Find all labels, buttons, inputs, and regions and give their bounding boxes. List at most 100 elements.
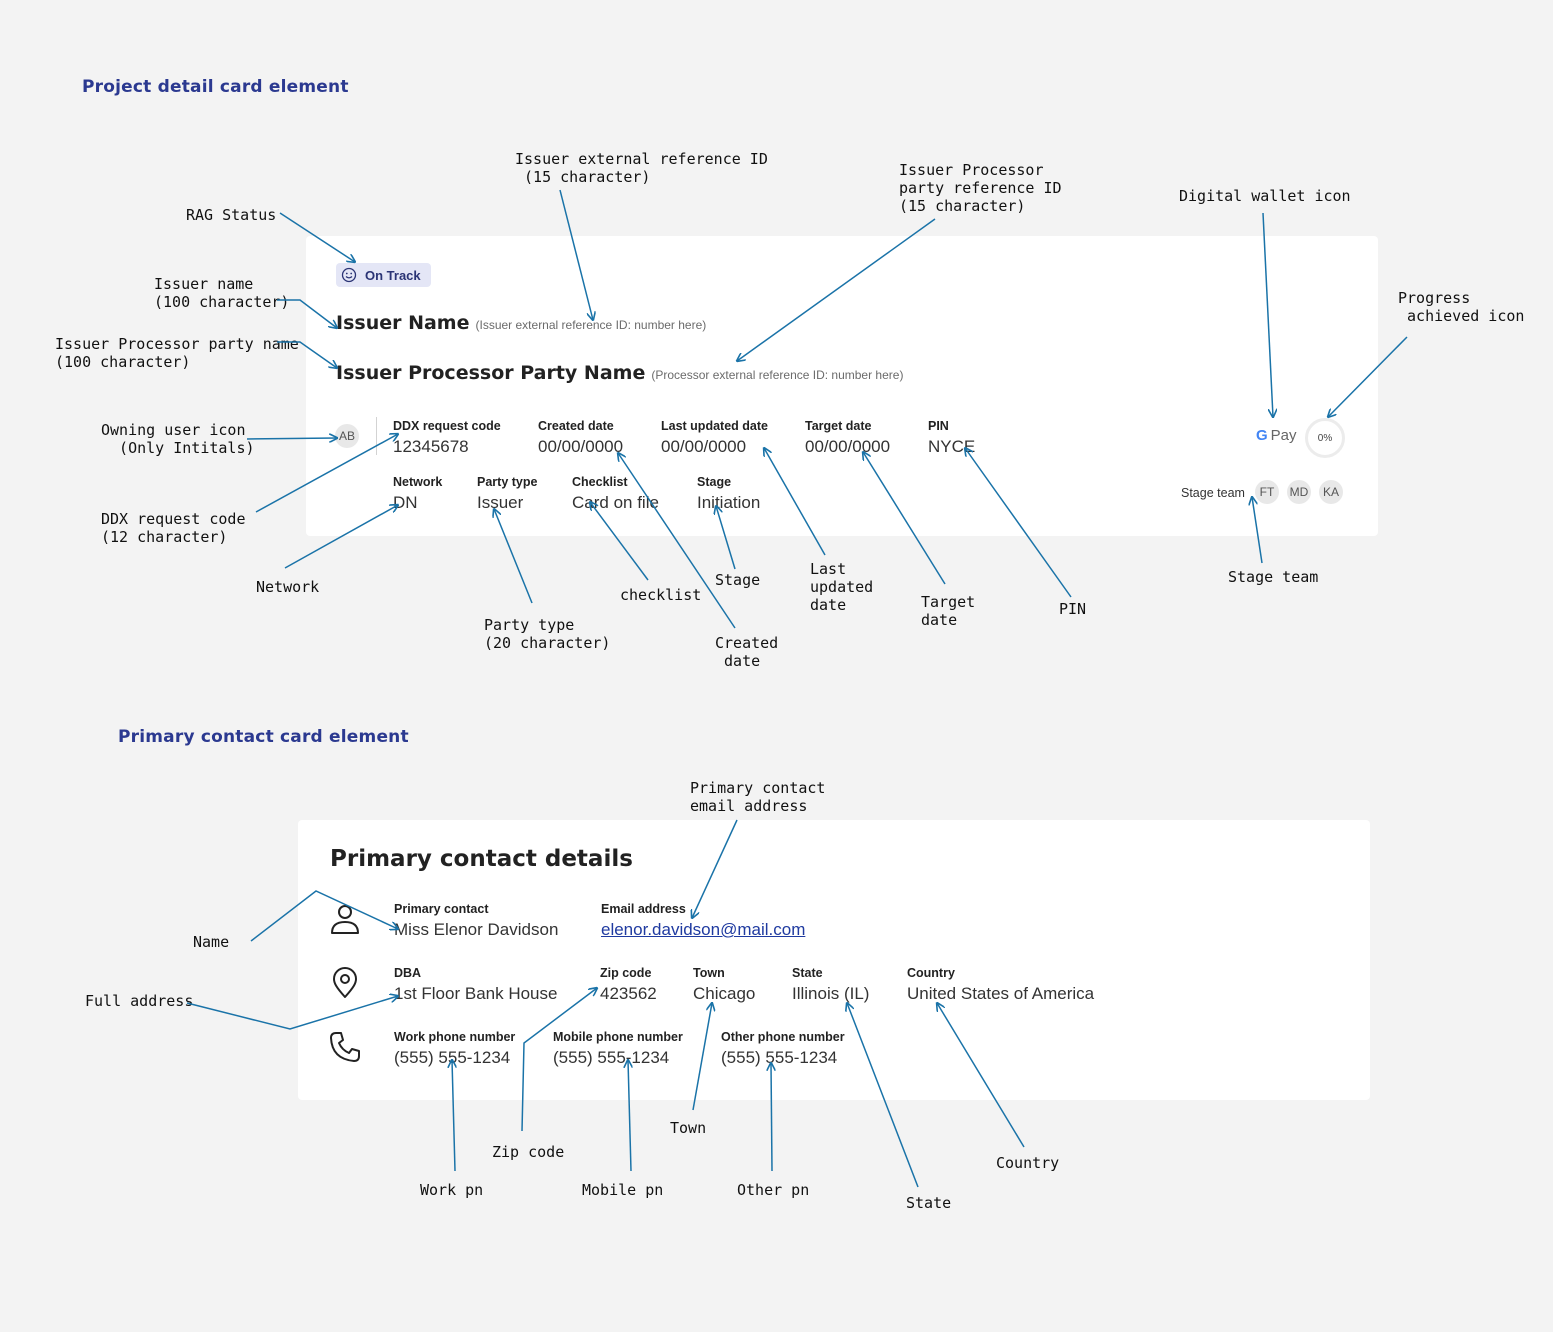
arrow-processor-ref <box>737 218 936 361</box>
annotation-stage-team: Stage team <box>1228 568 1319 586</box>
field-label: Work phone number <box>394 1030 516 1044</box>
arrow-checklist <box>590 502 649 581</box>
annotation-rag-status: RAG Status <box>186 206 277 224</box>
rag-status-badge[interactable]: On Track <box>336 263 431 287</box>
field-label: Email address <box>601 902 686 916</box>
field-label: Network <box>393 475 443 489</box>
field-mobile-phone: Mobile phone number (555) 555-1234 <box>553 1030 683 1069</box>
issuer-name[interactable]: Issuer Name <box>336 312 470 334</box>
arrow-network <box>284 505 398 569</box>
processor-party-name[interactable]: Issuer Processor Party Name <box>336 362 646 384</box>
field-value: Miss Elenor Davidson <box>394 920 559 939</box>
processor-reference-id: (Processor external reference ID: number… <box>651 368 904 382</box>
field-label: Primary contact <box>394 902 489 916</box>
arrow-processor-name <box>277 341 337 368</box>
annotation-town: Town <box>670 1119 707 1137</box>
contact-card-title: Primary contact details <box>330 846 633 872</box>
arrow-state <box>847 1003 919 1188</box>
project-section-title: Project detail card element <box>82 77 349 97</box>
stage-team-avatar[interactable]: MD <box>1287 480 1311 504</box>
annotation-issuer-name: Issuer name (100 character) <box>154 275 290 311</box>
stage-team-avatar[interactable]: FT <box>1255 480 1279 504</box>
field-label: Town <box>693 966 725 980</box>
annotation-other-pn: Other pn <box>737 1181 810 1199</box>
rag-status-label: On Track <box>365 267 421 283</box>
arrow-issuer-ext-ref <box>559 189 593 320</box>
field-zip-code: Zip code 423562 <box>600 966 657 1005</box>
field-label: Checklist <box>572 475 628 489</box>
field-state: State Illinois (IL) <box>792 966 869 1005</box>
annotation-stage: Stage <box>715 571 761 589</box>
field-value: 00/00/0000 <box>661 437 747 456</box>
field-value: (555) 555-1234 <box>553 1048 670 1067</box>
field-label: Created date <box>538 419 614 433</box>
email-link[interactable]: elenor.davidson@mail.com <box>601 920 806 939</box>
field-value: 1st Floor Bank House <box>394 984 558 1003</box>
arrow-target-date <box>863 452 946 585</box>
annotation-owning-user: Owning user icon (Only Intitals) <box>101 421 255 457</box>
field-label: Zip code <box>600 966 652 980</box>
field-other-phone: Other phone number (555) 555-1234 <box>721 1030 845 1069</box>
primary-contact-card: Primary contact details Primary contact … <box>298 820 1370 1100</box>
arrow-rag-status <box>279 212 355 262</box>
phone-icon <box>330 1032 360 1062</box>
field-value: (555) 555-1234 <box>721 1048 838 1067</box>
field-value: Issuer <box>477 493 524 512</box>
field-label: Mobile phone number <box>553 1030 683 1044</box>
arrow-name <box>250 890 398 942</box>
annotation-party-type: Party type (20 character) <box>484 616 611 652</box>
field-email-address: Email address elenor.davidson@mail.com <box>601 902 805 941</box>
issuer-name-line: Issuer Name (Issuer external reference I… <box>336 312 706 334</box>
field-label: Other phone number <box>721 1030 845 1044</box>
annotation-mobile-pn: Mobile pn <box>582 1181 664 1199</box>
field-dba: DBA 1st Floor Bank House <box>394 966 557 1005</box>
annotation-work-pn: Work pn <box>420 1181 484 1199</box>
field-label: Last updated date <box>661 419 768 433</box>
arrow-issuer-name <box>277 299 337 328</box>
annotation-full-address: Full address <box>85 992 194 1010</box>
stage-team-avatar[interactable]: KA <box>1319 480 1343 504</box>
annotation-name: Name <box>193 933 230 951</box>
field-value: Initiation <box>697 493 761 512</box>
digital-wallet[interactable]: G Pay <box>1256 427 1297 444</box>
wallet-label: Pay <box>1270 427 1297 444</box>
annotation-created-date: Created date <box>715 634 779 670</box>
arrow-mobile-pn <box>628 1060 631 1172</box>
field-value: United States of America <box>907 984 1095 1003</box>
field-label: Target date <box>805 419 872 433</box>
annotation-digital-wallet: Digital wallet icon <box>1179 187 1351 205</box>
arrow-town <box>692 1003 712 1111</box>
arrow-created-date <box>618 453 736 629</box>
arrow-digital-wallet <box>1262 212 1273 417</box>
field-party-type: Party type Issuer <box>477 475 537 514</box>
arrow-owning-user <box>246 438 337 439</box>
field-work-phone: Work phone number (555) 555-1234 <box>394 1030 515 1069</box>
field-label: DBA <box>394 966 422 980</box>
field-label: Party type <box>477 475 538 489</box>
arrow-ddx-code <box>255 434 398 513</box>
field-ddx-request-code: DDX request code 12345678 <box>393 419 501 458</box>
arrow-country <box>937 1003 1025 1148</box>
field-value: Illinois (IL) <box>792 984 870 1003</box>
field-created-date: Created date 00/00/0000 <box>538 419 623 458</box>
annotation-state: State <box>906 1194 952 1212</box>
field-last-updated-date: Last updated date 00/00/0000 <box>661 419 768 458</box>
arrow-last-updated <box>764 448 826 556</box>
annotation-progress-icon: Progress achieved icon <box>1398 289 1525 325</box>
annotation-processor-name: Issuer Processor party name (100 charact… <box>55 335 299 371</box>
google-pay-icon: G <box>1256 427 1268 444</box>
issuer-reference-id: (Issuer external reference ID: number he… <box>475 318 707 332</box>
field-value: NYCE <box>928 437 976 456</box>
arrow-stage <box>716 506 736 570</box>
arrow-other-pn <box>771 1063 772 1172</box>
arrow-party-type <box>494 509 533 604</box>
field-primary-contact: Primary contact Miss Elenor Davidson <box>394 902 558 941</box>
owner-avatar[interactable]: AB <box>335 424 359 448</box>
arrow-full-address <box>186 996 398 1030</box>
field-stage: Stage Initiation <box>697 475 760 514</box>
field-label: PIN <box>928 419 949 433</box>
field-pin: PIN NYCE <box>928 419 975 458</box>
contact-section-title: Primary contact card element <box>118 727 409 747</box>
arrow-pin <box>965 448 1072 598</box>
